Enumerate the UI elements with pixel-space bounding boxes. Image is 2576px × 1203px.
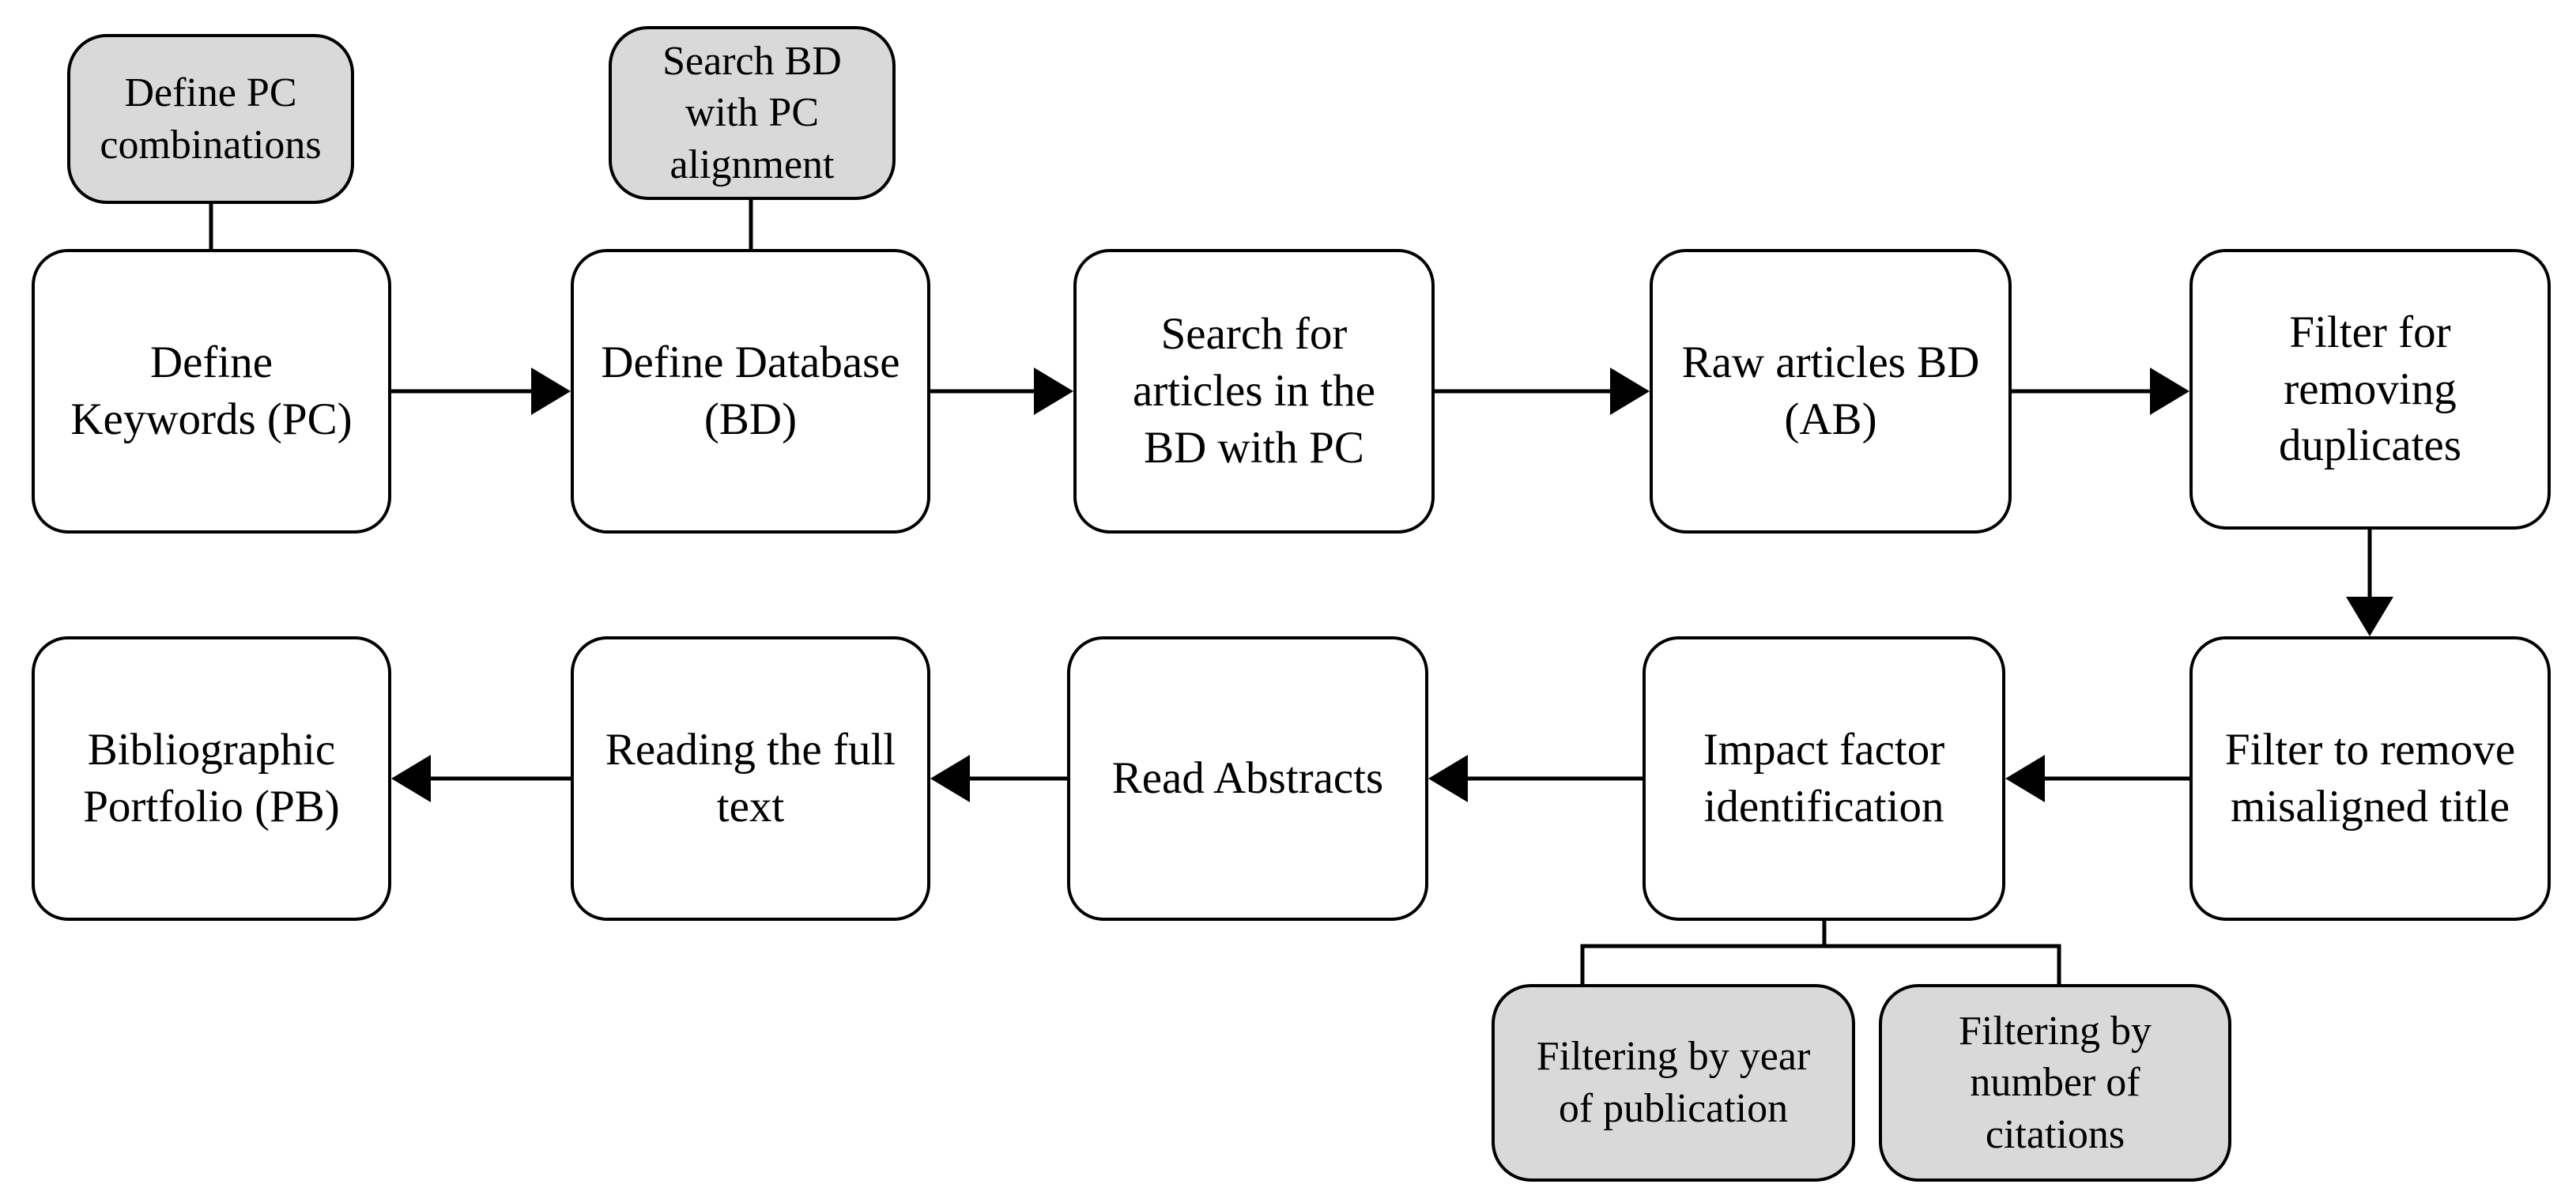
node-raw-articles: Raw articles BD (AB) — [1650, 249, 2012, 534]
bracket-impact-factor-filters — [1580, 921, 2061, 986]
node-impact-factor: Impact factor identification — [1643, 636, 2005, 921]
annotation-define-pc-combinations: Define PC combinations — [67, 34, 354, 204]
arrow-reading-full-text-to-bibliographic — [391, 755, 571, 802]
node-define-keywords: Define Keywords (PC) — [32, 249, 391, 534]
node-filter-misaligned-title: Filter to remove misaligned title — [2189, 636, 2551, 921]
node-define-database: Define Database (BD) — [571, 249, 930, 534]
node-filter-duplicates: Filter for removing duplicates — [2189, 249, 2551, 530]
node-reading-full-text: Reading the full text — [571, 636, 930, 921]
node-search-articles: Search for articles in the BD with PC — [1073, 249, 1435, 534]
node-bibliographic-portfolio: Bibliographic Portfolio (PB) — [32, 636, 391, 921]
node-read-abstracts: Read Abstracts — [1067, 636, 1428, 921]
arrow-read-abstracts-to-reading-full-text — [930, 755, 1067, 802]
arrow-raw-articles-to-filter-duplicates — [2012, 368, 2189, 415]
arrow-search-articles-to-raw-articles — [1435, 368, 1650, 415]
annotation-filtering-by-citations: Filtering by number of citations — [1879, 984, 2231, 1182]
annotation-search-bd-pc-alignment: Search BD with PC alignment — [609, 26, 896, 200]
arrow-define-keywords-to-define-database — [391, 368, 571, 415]
arrow-filter-misaligned-to-impact-factor — [2005, 755, 2189, 802]
arrow-filter-duplicates-to-filter-misaligned — [2346, 530, 2393, 636]
annotation-filtering-by-year: Filtering by year of publication — [1492, 984, 1855, 1182]
arrow-impact-factor-to-read-abstracts — [1428, 755, 1643, 802]
arrow-define-database-to-search-articles — [930, 368, 1073, 415]
